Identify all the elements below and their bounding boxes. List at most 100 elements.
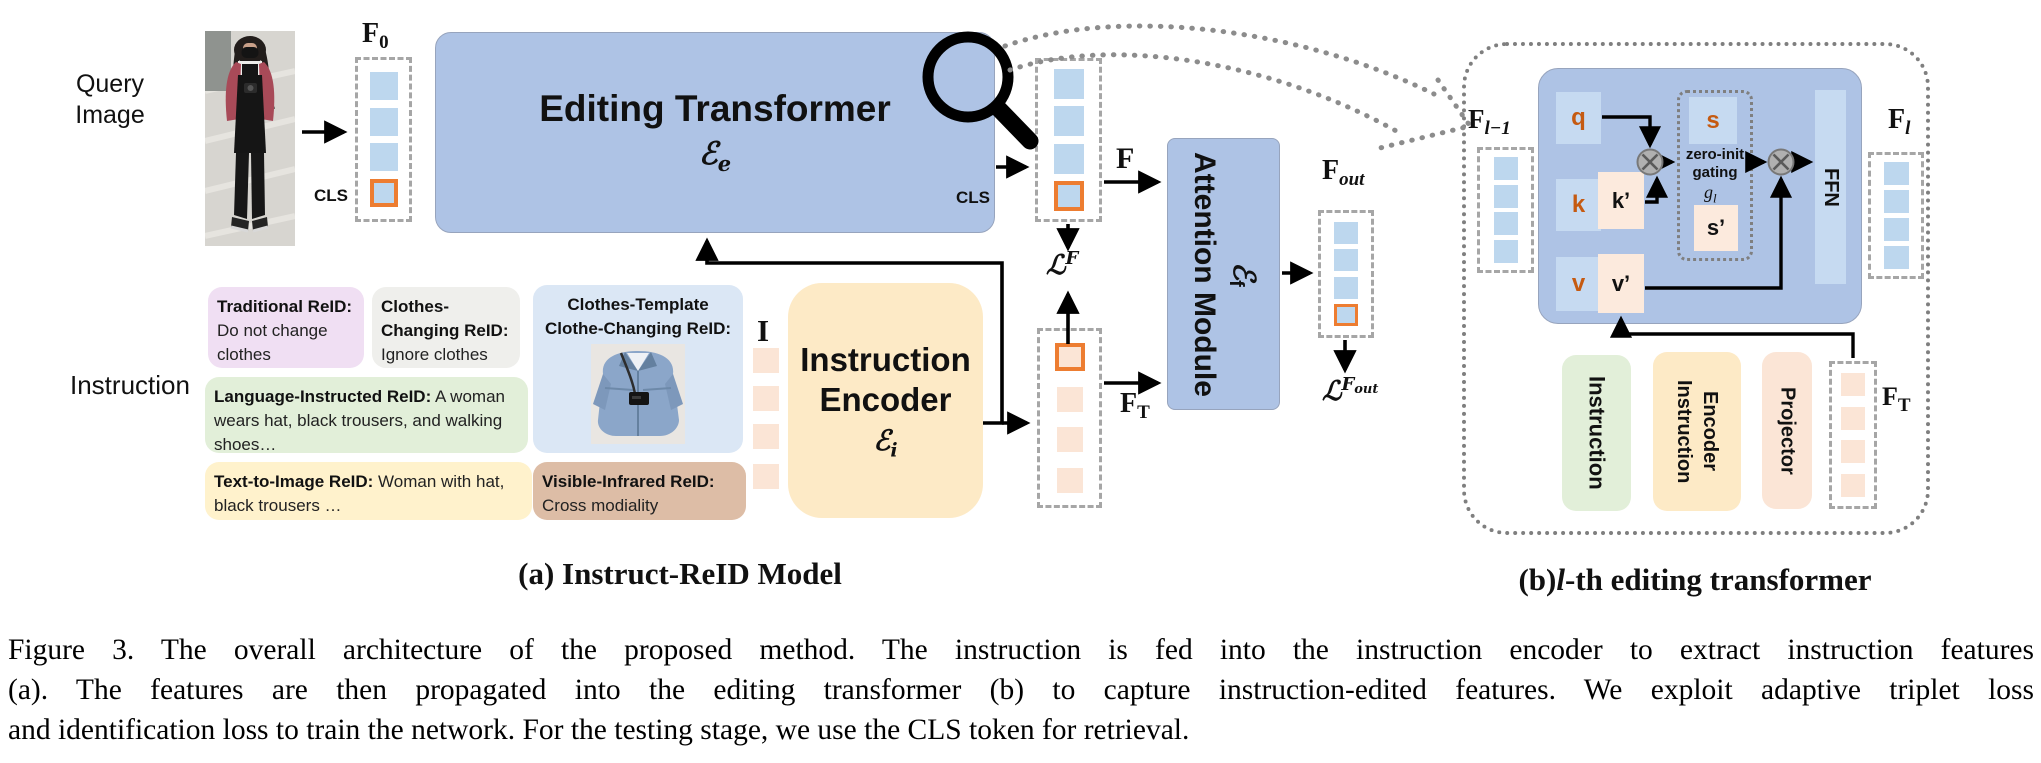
loss-f-sup: F [1065, 248, 1079, 269]
cls-label-output: CLS [938, 188, 990, 208]
instruction-token-strip [753, 348, 779, 489]
token-square [753, 348, 779, 373]
token-square [1056, 427, 1083, 453]
instruction-label-text: Instruction [70, 370, 190, 400]
s-square: s [1689, 97, 1737, 144]
token-square [1493, 212, 1518, 236]
attention-module-symbol-e: ℰ [1225, 261, 1261, 280]
i-label-text: I [757, 313, 770, 348]
cls-token-square [1053, 180, 1084, 211]
token-square [1841, 406, 1865, 430]
f-feature-label: F [1116, 142, 1134, 176]
token-square [1056, 467, 1083, 493]
editing-transformer-title: Editing Transformer [539, 88, 891, 130]
cls-label-input: CLS [296, 186, 348, 206]
v-square: v [1556, 257, 1601, 311]
token-square [1841, 440, 1865, 464]
instruction-box-visible-infrared-title: Visible-Infrared ReID: [542, 472, 715, 491]
query-image-label-text: Query Image [75, 70, 145, 129]
loss-fout-label: ℒFout [1322, 374, 1378, 407]
panel-b-instruction-encoder-box: Instruction Encoder [1653, 352, 1741, 511]
loss-f-label: ℒF [1046, 248, 1078, 281]
f0-label: F0 [362, 18, 389, 54]
instruction-box-language: Language-Instructed ReID: A woman wears … [205, 377, 528, 454]
caption-b-rest: -th editing transformer [1565, 562, 1872, 597]
f-prev-label: Fl−1 [1468, 104, 1511, 140]
fout-token-column [1318, 210, 1374, 338]
v-prime-square: v’ [1598, 254, 1644, 313]
gating-g-sub: l [1713, 190, 1717, 206]
query-image [204, 31, 296, 246]
instruction-box-language-body: A woman wears hat, black trousers, and w… [214, 387, 505, 454]
instruction-box-traditional-body: Do not change clothes [217, 321, 328, 364]
instruction-encoder-title-text: Instruction Encoder [800, 340, 971, 418]
f-feature-label-text: F [1116, 142, 1135, 175]
panel-b-projector-box: Projector [1762, 352, 1812, 509]
cls-token-square-peach [1054, 343, 1085, 371]
s-prime-square: s’ [1694, 205, 1738, 251]
panel-b-projector-text: Projector [1776, 386, 1799, 475]
instruction-label: Instruction [70, 370, 210, 401]
f0-token-column [355, 57, 412, 222]
cls-token-square [369, 178, 398, 207]
caption-b-italic: l [1556, 562, 1565, 597]
panel-b-ft-token-column [1829, 361, 1877, 509]
f-prev-sub: l−1 [1484, 118, 1511, 139]
attention-module-symbol-sub: f [1224, 279, 1247, 287]
f-l-label: Fl [1888, 104, 1910, 140]
f-prev-token-column [1477, 147, 1534, 273]
token-square [1334, 222, 1358, 244]
gating-g-label: gl [1704, 182, 1717, 207]
zero-init-gating-label-text: zero-init gating [1685, 146, 1745, 181]
instruction-box-clothes-changing-title: Clothes-Changing ReID: [381, 297, 509, 340]
token-square [1493, 184, 1518, 208]
f-l-token-column [1868, 152, 1924, 279]
token-square [1841, 473, 1865, 497]
k-square: k [1556, 179, 1601, 231]
instruction-encoder-box: Instruction Encoder ℰi [788, 283, 983, 518]
token-square [1053, 106, 1084, 137]
dotted-arrowhead [1377, 77, 1475, 151]
loss-fout-sup-sub: out [1354, 382, 1379, 397]
token-square [1056, 386, 1083, 412]
v-prime-text: v’ [1611, 270, 1631, 296]
instruction-box-clothes-changing: Clothes-Changing ReID: Ignore clothes [372, 287, 520, 368]
v-text: v [1571, 270, 1586, 297]
caption-b-prefix: (b) [1518, 562, 1557, 597]
attention-module-title-text: Attention Module [1187, 151, 1221, 397]
token-square [753, 386, 779, 411]
token-square [1883, 190, 1909, 213]
token-square [369, 72, 398, 100]
caption-a-text: (a) Instruct-ReID Model [518, 556, 842, 591]
instruction-encoder-symbol-sub: i [890, 439, 898, 462]
q-square: q [1556, 92, 1601, 144]
token-square [1334, 276, 1358, 299]
jacket-illustration [591, 344, 685, 444]
panel-b-ft-label: FT [1882, 382, 1911, 417]
editing-transformer-box: Editing Transformer ℰe [435, 32, 995, 233]
k-prime-square: k’ [1598, 172, 1644, 229]
token-square [1053, 69, 1084, 99]
s-prime-text: s’ [1706, 215, 1726, 240]
instruction-box-text-to-image-title: Text-to-Image ReID: [214, 472, 374, 491]
instruction-box-visible-infrared-body: Cross modiality [542, 496, 659, 515]
fout-base: F [1322, 155, 1340, 186]
panel-b-instruction-text: Instruction [1584, 376, 1610, 490]
token-square [1493, 157, 1518, 180]
loss-f-base: ℒ [1046, 250, 1066, 281]
instruction-box-traditional: Traditional ReID: Do not change clothes [208, 287, 364, 368]
panel-b-ft-base: F [1882, 382, 1898, 411]
cls-token-square [1334, 303, 1358, 326]
f-l-base: F [1888, 104, 1906, 135]
clothes-template-image [542, 344, 734, 444]
f-l-sub: l [1905, 118, 1911, 139]
token-square [369, 143, 398, 172]
panel-b-ft-sub: T [1897, 395, 1911, 416]
token-square [369, 107, 398, 136]
instruction-box-language-title: Language-Instructed ReID: [214, 387, 432, 406]
panel-b-instruction-encoder-text: Instruction Encoder [1673, 379, 1721, 484]
k-prime-text: k’ [1611, 187, 1631, 213]
ffn-bar: FFN [1815, 90, 1846, 284]
loss-fout-sup-f: F [1341, 374, 1355, 395]
ft-feature-label: FT [1120, 388, 1150, 424]
